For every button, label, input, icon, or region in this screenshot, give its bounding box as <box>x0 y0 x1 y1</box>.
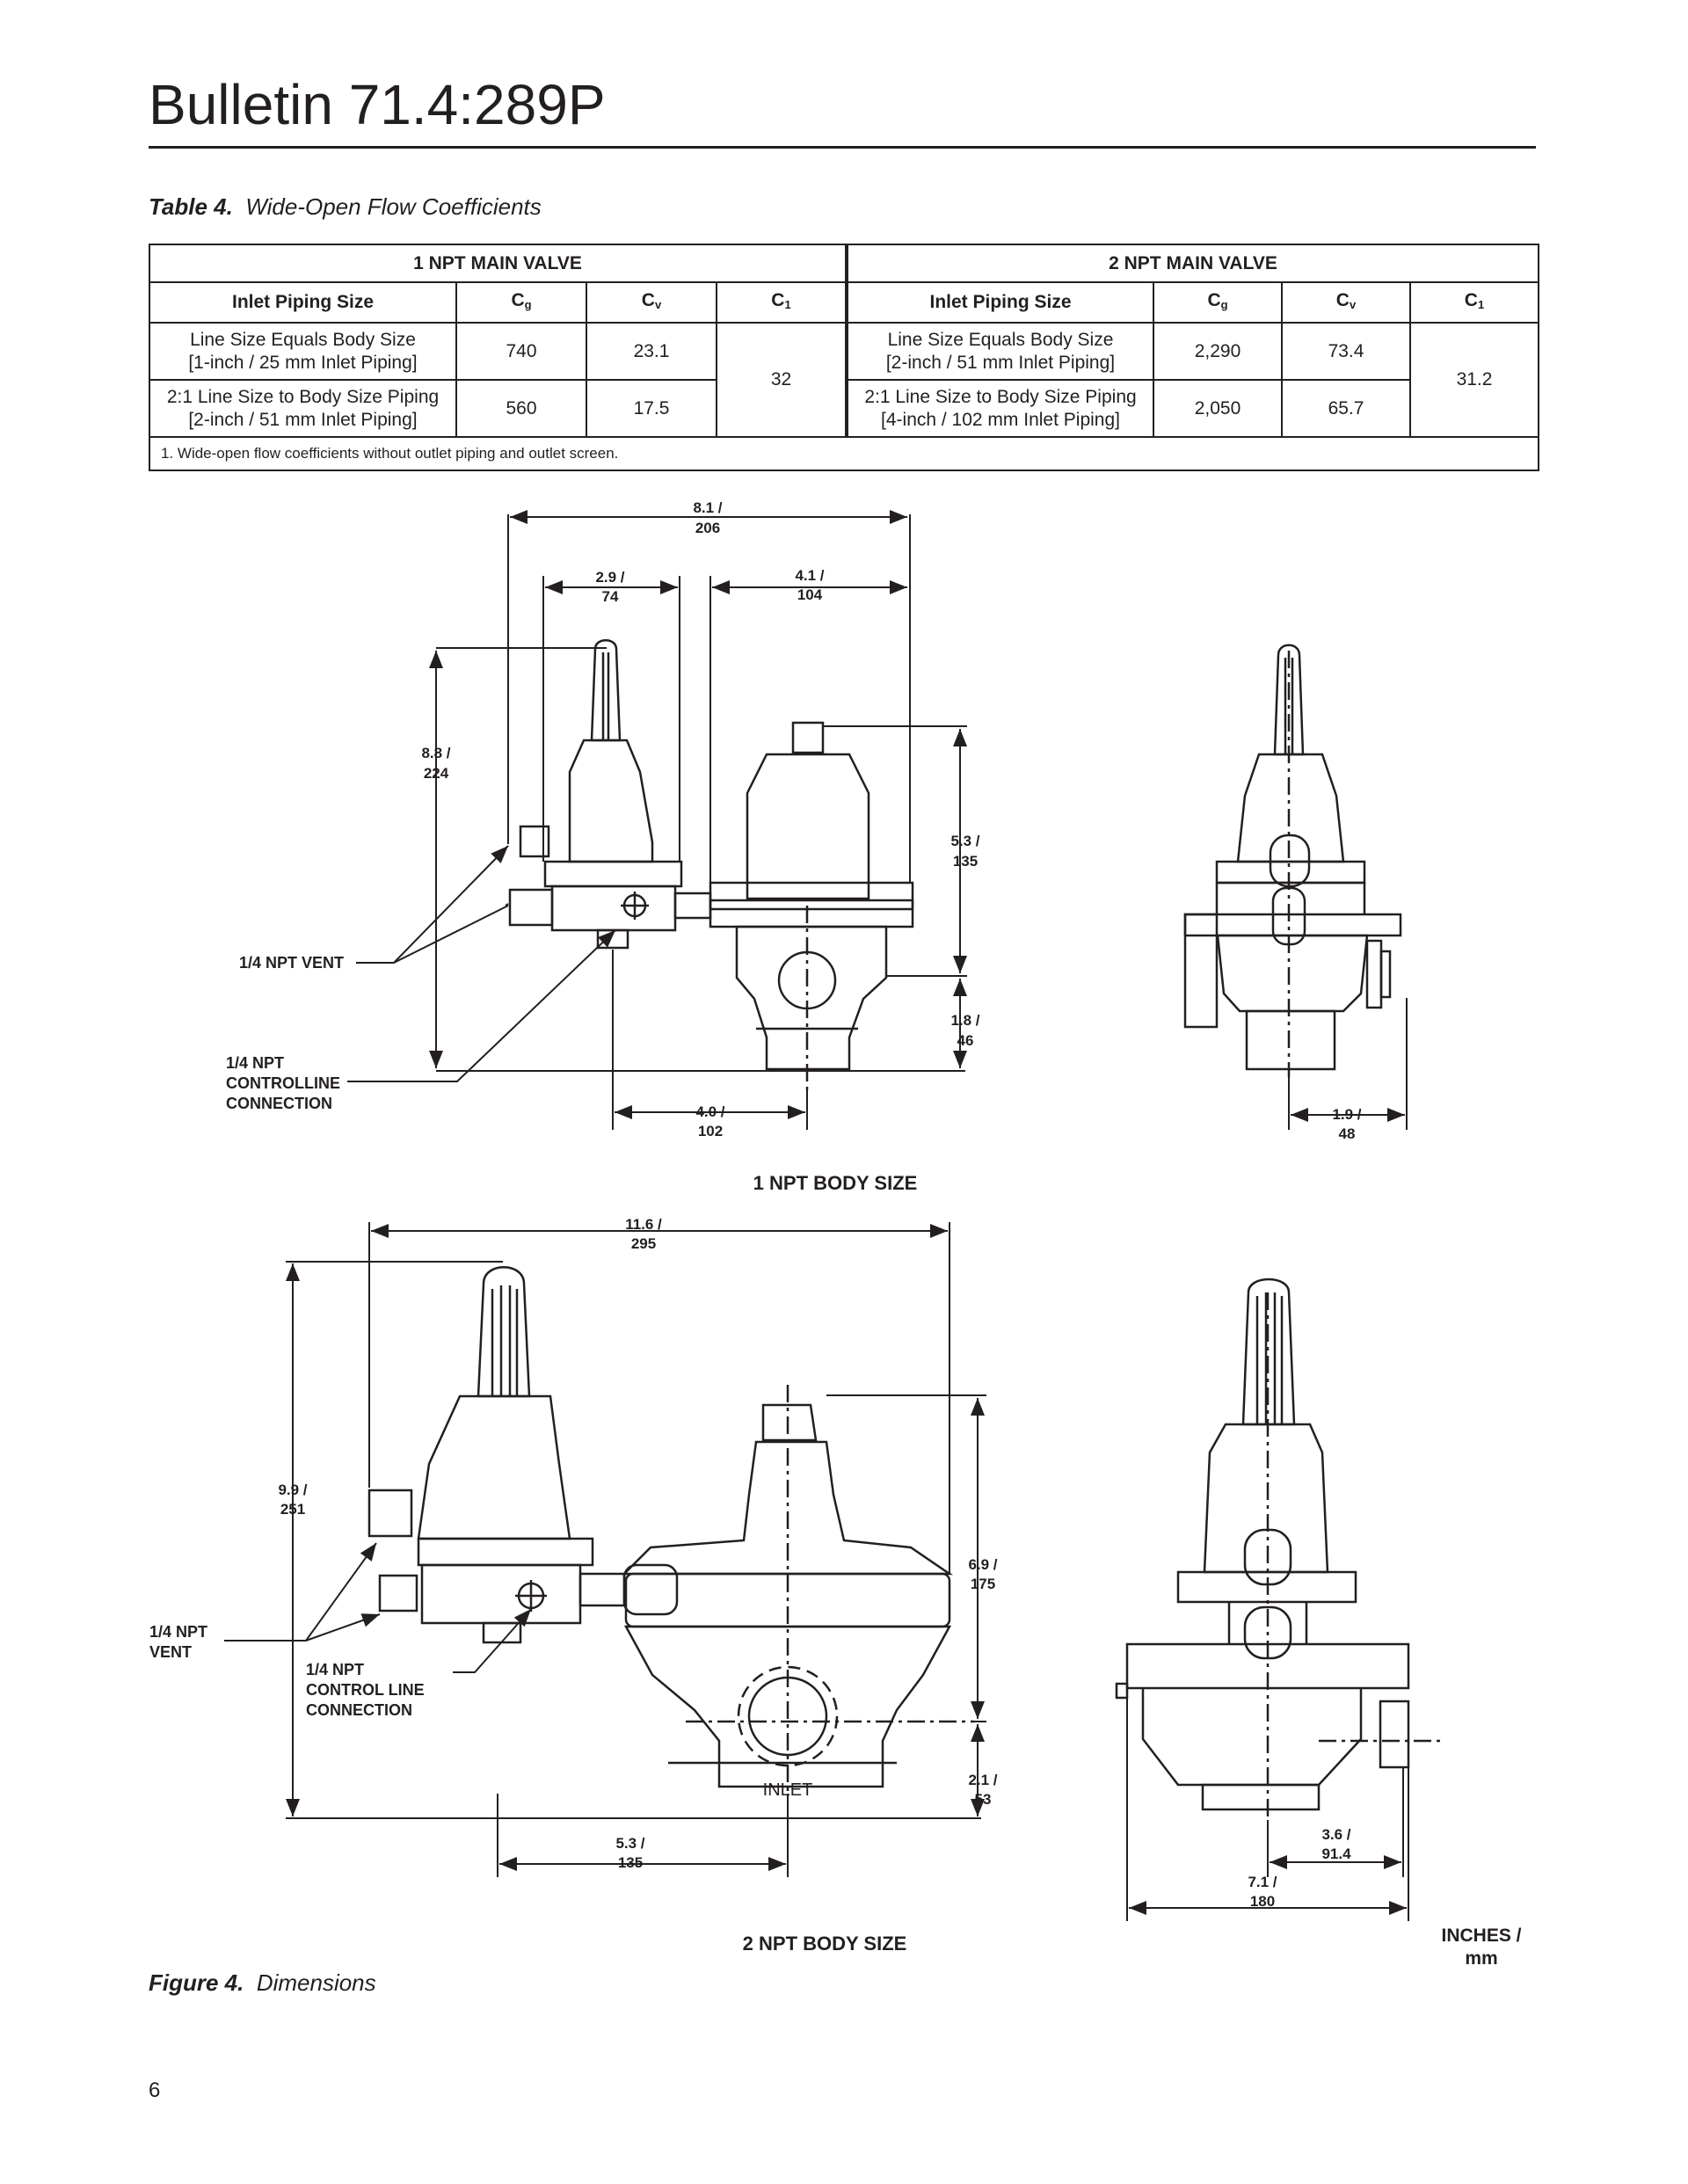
dimensions-figure: 8.1 / 206 2.9 / 74 4.1 / 104 8.8 / 224 5… <box>149 499 1522 1969</box>
control-line-label: CONTROLLINE <box>226 1074 340 1092</box>
regulator-2npt-side-drawing <box>1115 1278 1442 1820</box>
dim-label: 5.3 / <box>950 833 979 849</box>
cell-cg: 2,290 <box>1153 322 1283 381</box>
col-header-inlet: Inlet Piping Size <box>149 281 457 324</box>
cell-cg: 2,050 <box>1153 379 1283 438</box>
dim-label: 206 <box>695 520 720 536</box>
col-header-cg: Cg <box>1153 281 1283 324</box>
group-header-2npt: 2 NPT MAIN VALVE <box>845 244 1539 283</box>
units-label: mm <box>1465 1948 1497 1969</box>
dim-label: 8.8 / <box>421 745 450 761</box>
regulator-1npt-side-drawing <box>1183 644 1402 1077</box>
col-header-c1: C1 <box>1409 281 1539 324</box>
header-rule <box>149 146 1536 149</box>
dim-label: 7.1 / <box>1248 1874 1277 1890</box>
dim-label: 135 <box>618 1854 643 1871</box>
dim-label: 102 <box>698 1123 723 1139</box>
dimension-lines-2npt <box>224 1222 986 1877</box>
flow-coefficients-table: 1 NPT MAIN VALVE 2 NPT MAIN VALVE Inlet … <box>149 244 1539 471</box>
col-header-cg: Cg <box>455 281 587 324</box>
dim-label: 135 <box>953 853 978 870</box>
regulator-2npt-front-drawing <box>367 1266 974 1794</box>
dim-label: 2.1 / <box>968 1772 997 1788</box>
cell-inlet-size: 2:1 Line Size to Body Size Piping[2-inch… <box>149 379 457 438</box>
control-line-label: 1/4 NPT <box>306 1661 364 1678</box>
dim-label: 175 <box>971 1576 995 1592</box>
col-header-inlet: Inlet Piping Size <box>845 281 1154 324</box>
vent-label: 1/4 NPT VENT <box>239 954 344 972</box>
dim-label: 295 <box>631 1235 656 1252</box>
table-row: Line Size Equals Body Size[1-inch / 25 m… <box>149 322 1539 438</box>
dimension-lines-1npt-side <box>1288 998 1408 1130</box>
vent-label: VENT <box>149 1643 192 1661</box>
dim-label: 91.4 <box>1321 1845 1351 1862</box>
body-size-title-2npt: 2 NPT BODY SIZE <box>743 1933 907 1955</box>
dim-label: 251 <box>280 1501 305 1518</box>
figure-caption: Figure 4. Dimensions <box>149 1969 376 1997</box>
vent-label: 1/4 NPT <box>149 1623 207 1641</box>
page-title: Bulletin 71.4:289P <box>149 73 606 136</box>
table-caption: Table 4. Wide-Open Flow Coefficients <box>149 193 542 221</box>
units-label: INCHES / <box>1441 1926 1521 1946</box>
cell-cv: 65.7 <box>1281 379 1411 438</box>
cell-c1: 32 <box>716 322 848 438</box>
dim-label: 8.1 / <box>693 499 722 516</box>
figure-caption-text: Dimensions <box>256 1969 376 1996</box>
table-row: 2:1 Line Size to Body Size Piping[2-inch… <box>149 379 1539 438</box>
dim-label: 3.6 / <box>1321 1826 1350 1843</box>
cell-inlet-size: Line Size Equals Body Size[1-inch / 25 m… <box>149 322 457 381</box>
cell-inlet-size: 2:1 Line Size to Body Size Piping[4-inch… <box>845 379 1154 438</box>
table-caption-number: Table 4. <box>149 193 233 220</box>
page-number: 6 <box>149 2078 161 2102</box>
col-header-cv: Cv <box>586 281 717 324</box>
dim-label: 180 <box>1250 1893 1275 1910</box>
dim-label: 74 <box>602 588 619 605</box>
dim-label: 11.6 / <box>625 1216 662 1233</box>
dim-label: 2.9 / <box>595 569 624 586</box>
dim-label: 224 <box>424 765 449 782</box>
dim-label: 48 <box>1339 1125 1356 1142</box>
cell-c1: 31.2 <box>1409 322 1539 438</box>
cell-cv: 73.4 <box>1281 322 1411 381</box>
regulator-1npt-front-drawing <box>508 639 914 1090</box>
dim-label: 46 <box>957 1032 974 1049</box>
dimension-lines-2npt-side <box>1126 1688 1409 1921</box>
cell-cg: 740 <box>455 322 587 381</box>
body-size-title-1npt: 1 NPT BODY SIZE <box>753 1172 918 1194</box>
control-line-label: CONNECTION <box>306 1701 412 1719</box>
table-footnote: 1. Wide-open flow coefficients without o… <box>149 436 1539 471</box>
figure-caption-number: Figure 4. <box>149 1969 244 1996</box>
dim-label: 4.1 / <box>795 567 824 584</box>
dim-label: 4.0 / <box>695 1103 724 1120</box>
table-caption-text: Wide-Open Flow Coefficients <box>245 193 542 220</box>
dim-label: 6.9 / <box>968 1556 997 1573</box>
control-line-label: CONTROL LINE <box>306 1681 425 1699</box>
col-header-cv: Cv <box>1281 281 1411 324</box>
cell-cv: 23.1 <box>586 322 717 381</box>
col-header-c1: C1 <box>716 281 848 324</box>
dim-label: 53 <box>975 1791 992 1808</box>
dim-label: 5.3 / <box>615 1835 644 1852</box>
dim-label: 1.8 / <box>950 1012 979 1029</box>
group-header-1npt: 1 NPT MAIN VALVE <box>149 244 848 283</box>
dim-label: 1.9 / <box>1332 1106 1361 1123</box>
cell-inlet-size: Line Size Equals Body Size[2-inch / 51 m… <box>845 322 1154 381</box>
dim-label: 9.9 / <box>278 1481 307 1498</box>
cell-cg: 560 <box>455 379 587 438</box>
dim-label: 104 <box>797 586 823 603</box>
control-line-label: CONNECTION <box>226 1095 332 1112</box>
dimension-lines-1npt <box>347 510 967 1130</box>
control-line-label: 1/4 NPT <box>226 1054 284 1072</box>
inlet-label: INLET <box>763 1780 813 1800</box>
cell-cv: 17.5 <box>586 379 717 438</box>
